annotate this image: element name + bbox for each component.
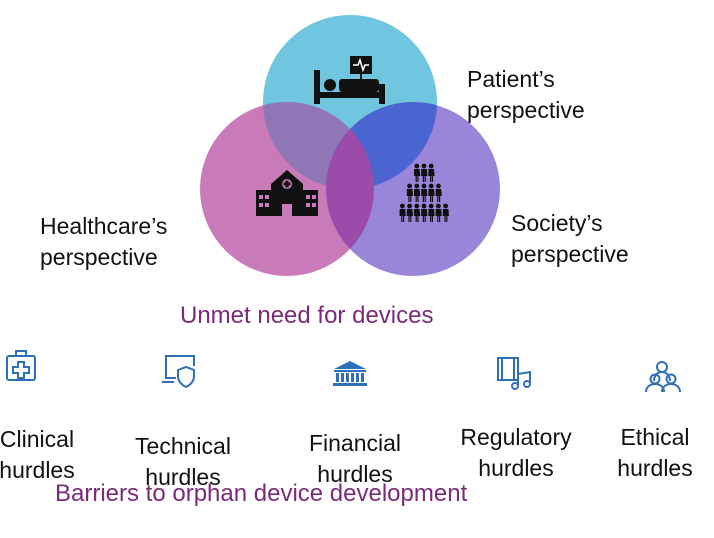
crowd-person-head: [414, 163, 420, 169]
crowd-person-head: [436, 183, 441, 189]
patient-label-line1: Patient’s: [467, 66, 555, 92]
hospital-bed-icon: [314, 56, 385, 104]
crowd-person-head: [407, 183, 412, 189]
crowd-person-head: [421, 203, 427, 209]
crowd-person-head: [428, 163, 434, 169]
crowd-person-body: [413, 209, 421, 222]
barriers-title: Barriers to orphan device development: [55, 480, 468, 507]
crowd-person-head: [428, 203, 434, 209]
crowd-person-head: [414, 203, 420, 209]
crowd-person-head: [428, 183, 434, 189]
patient-perspective-label: Patient’s perspective: [467, 64, 585, 126]
crowd-person-head: [436, 203, 441, 209]
hurdle-financial-line1: Financial: [308, 430, 402, 456]
crowd-person-body: [428, 189, 435, 202]
patient-label-line2: perspective: [467, 97, 585, 123]
healthcare-label-line2: perspective: [40, 244, 158, 270]
healthcare-label-line1: Healthcare’s: [40, 213, 168, 239]
hurdle-ethical-line2: hurdles: [617, 455, 693, 481]
hurdle-regulatory-line2: hurdles: [478, 455, 554, 481]
crowd-pyramid-icon: [399, 163, 449, 222]
crowd-person-body: [421, 189, 428, 202]
crowd-person-head: [414, 183, 420, 189]
hurdle-financial-line2: hurdles: [317, 461, 393, 487]
unmet-need-title: Unmet need for devices: [180, 302, 434, 329]
hospital-building-icon: [256, 170, 318, 216]
healthcare-perspective-label: Healthcare’s perspective: [40, 211, 167, 273]
hurdle-clinical: Clinical hurdles: [0, 424, 102, 486]
crowd-person-body: [413, 189, 421, 202]
crowd-person-body: [413, 169, 421, 182]
society-label-line2: perspective: [511, 241, 629, 267]
film-music-icon: [497, 357, 531, 390]
patient-society-overlap: [326, 102, 437, 189]
crowd-person-body: [428, 169, 435, 182]
crowd-person-body: [421, 209, 428, 222]
hurdle-technical-line2: hurdles: [145, 464, 221, 490]
crowd-person-head: [421, 163, 427, 169]
crowd-person-body: [406, 189, 413, 202]
people-group-icon: [645, 361, 681, 393]
hurdle-regulatory: Regulatory hurdles: [446, 422, 586, 484]
hurdle-technical-line1: Technical: [135, 433, 231, 459]
crowd-person-body: [435, 209, 442, 222]
crowd-person-body: [406, 209, 413, 222]
crowd-person-head: [421, 183, 427, 189]
hurdle-clinical-line2: hurdles: [0, 457, 75, 483]
hurdle-regulatory-line1: Regulatory: [460, 424, 572, 450]
crowd-person-body: [442, 209, 449, 222]
hurdle-ethical: Ethical hurdles: [600, 422, 710, 484]
patient-healthcare-overlap: [263, 102, 374, 189]
crowd-person-body: [421, 169, 428, 182]
first-aid-kit-icon: [6, 350, 36, 381]
hurdle-clinical-line1: Clinical: [0, 426, 75, 452]
society-label-line1: Society’s: [511, 210, 603, 236]
hurdle-ethical-line1: Ethical: [620, 424, 690, 450]
hurdle-technical: Technical hurdles: [118, 431, 248, 493]
bank-icon: [333, 361, 367, 386]
crowd-person-body: [435, 189, 442, 202]
crowd-person-body: [399, 209, 406, 222]
crowd-person-head: [407, 203, 412, 209]
laptop-shield-icon: [162, 355, 195, 389]
crowd-person-head: [443, 203, 448, 209]
society-perspective-label: Society’s perspective: [511, 208, 629, 270]
crowd-person-head: [400, 203, 405, 209]
crowd-person-body: [428, 209, 435, 222]
hurdle-financial: Financial hurdles: [290, 428, 420, 490]
